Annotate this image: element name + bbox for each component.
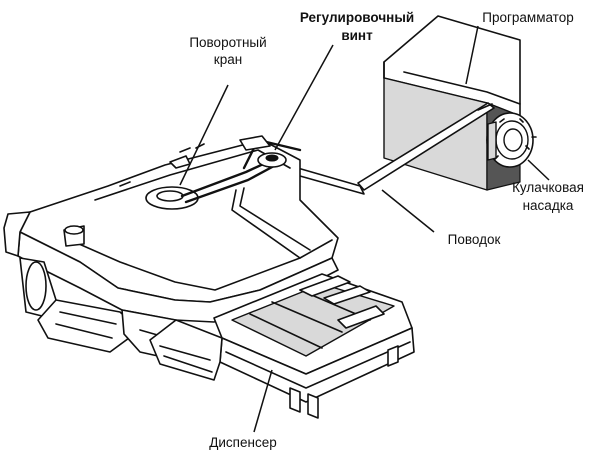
label-programmer: Программатор [482,10,573,25]
leader-rotary-valve [179,84,229,186]
leader-dispenser [253,369,273,433]
lever-linkage [180,135,311,259]
leader-programmer [465,25,479,85]
labels: Поворотный кран Регулировочный винт Прог… [189,10,584,450]
leader-adjusting-screw [274,44,334,151]
label-cam-nozzle-2: насадка [523,198,574,213]
label-lead: Поводок [448,232,501,247]
label-adjusting-screw-1: Регулировочный [300,10,414,25]
leader-cam-nozzle [527,159,550,181]
label-dispenser: Диспенсер [209,435,276,450]
dispenser-tray [149,273,415,419]
label-cam-nozzle-1: Кулачковая [512,180,584,195]
leader-lines [179,25,550,433]
label-rotary-valve-2: кран [214,52,242,67]
leader-lead [381,189,435,233]
cam-nozzle [486,112,537,168]
label-adjusting-screw-2: винт [341,28,373,43]
label-rotary-valve-1: Поворотный [189,35,266,50]
